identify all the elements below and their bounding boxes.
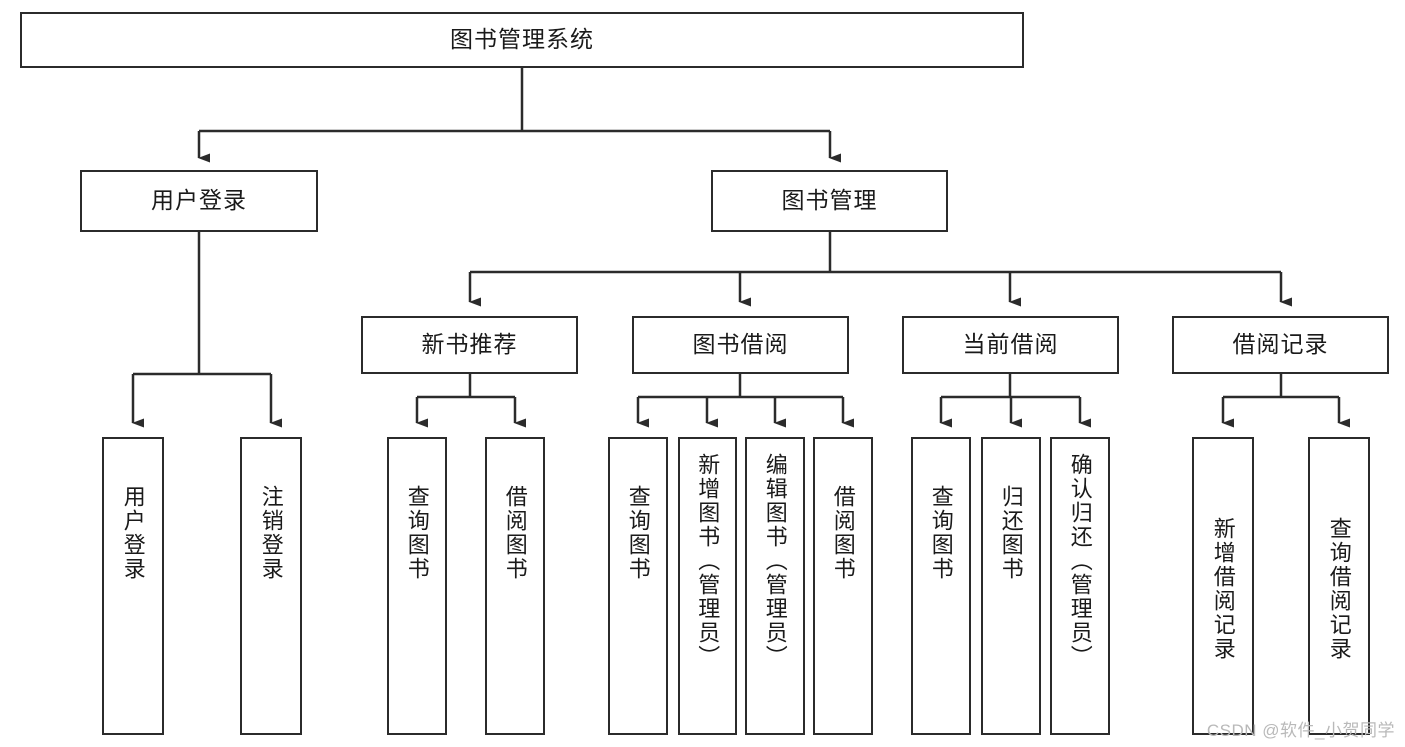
node-label: 归还图书: [998, 485, 1024, 581]
node-current-borrow[interactable]: 当前借阅: [902, 316, 1119, 374]
node-leaf-add-record[interactable]: 新增借阅记录: [1192, 437, 1254, 735]
node-label: 图书管理系统: [450, 26, 594, 53]
node-leaf-query-record[interactable]: 查询借阅记录: [1308, 437, 1370, 735]
node-label: 新增借阅记录: [1210, 517, 1236, 661]
node-label: 借阅图书: [502, 485, 528, 581]
node-leaf-edit-book[interactable]: 编辑图书（管理员）: [745, 437, 805, 735]
node-label: 确认归还（管理员）: [1067, 453, 1093, 669]
node-label: 新增图书（管理员）: [695, 453, 721, 669]
node-label: 查询图书: [928, 485, 954, 581]
node-leaf-query-book-1[interactable]: 查询图书: [387, 437, 447, 735]
node-leaf-logout-login[interactable]: 注销登录: [240, 437, 302, 735]
node-label: 借阅记录: [1232, 331, 1329, 358]
node-leaf-borrow-book-1[interactable]: 借阅图书: [485, 437, 545, 735]
node-label: 当前借阅: [962, 331, 1059, 358]
node-label: 图书借阅: [692, 331, 789, 358]
node-leaf-borrow-book-2[interactable]: 借阅图书: [813, 437, 873, 735]
csdn-watermark: CSDN @软件_小贺同学: [1206, 721, 1395, 740]
node-label: 用户登录: [151, 187, 247, 214]
node-leaf-add-book[interactable]: 新增图书（管理员）: [678, 437, 737, 735]
node-label: 注销登录: [258, 485, 284, 581]
node-label: 用户登录: [120, 485, 146, 581]
node-borrow-record[interactable]: 借阅记录: [1172, 316, 1389, 374]
node-label: 借阅图书: [830, 485, 856, 581]
node-leaf-return-book[interactable]: 归还图书: [981, 437, 1041, 735]
node-label: 查询图书: [404, 485, 430, 581]
node-label: 查询图书: [625, 485, 651, 581]
node-leaf-query-book-2[interactable]: 查询图书: [608, 437, 668, 735]
node-new-book-rec[interactable]: 新书推荐: [361, 316, 578, 374]
node-label: 编辑图书（管理员）: [762, 453, 788, 669]
node-label: 图书管理: [781, 187, 878, 214]
node-leaf-user-login[interactable]: 用户登录: [102, 437, 164, 735]
node-root-system[interactable]: 图书管理系统: [20, 12, 1024, 68]
node-leaf-query-book-3[interactable]: 查询图书: [911, 437, 971, 735]
node-book-borrow[interactable]: 图书借阅: [632, 316, 849, 374]
node-book-manage[interactable]: 图书管理: [711, 170, 948, 232]
node-user-login[interactable]: 用户登录: [80, 170, 318, 232]
node-leaf-confirm-return[interactable]: 确认归还（管理员）: [1050, 437, 1110, 735]
node-label: 新书推荐: [421, 331, 518, 358]
node-label: 查询借阅记录: [1326, 517, 1352, 661]
